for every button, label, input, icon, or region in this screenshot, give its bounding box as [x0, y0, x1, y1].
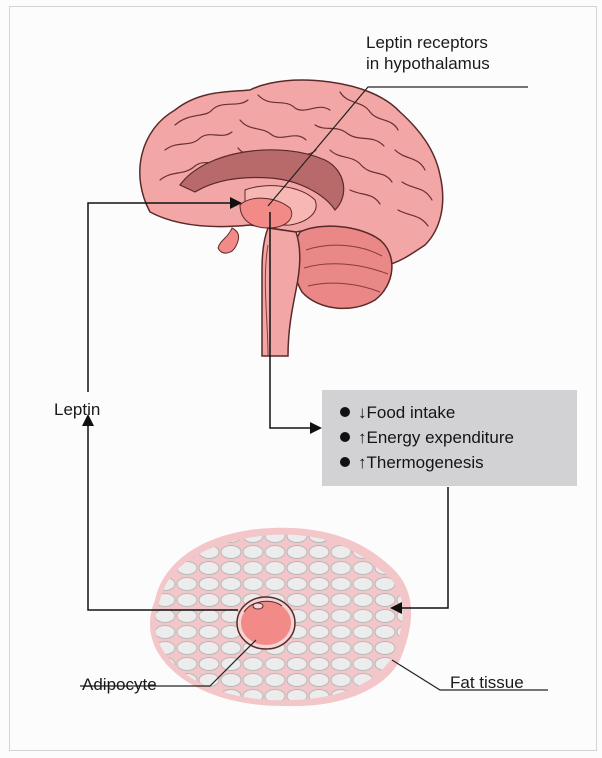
pituitary [218, 228, 239, 253]
effect-text: Energy expenditure [367, 428, 514, 447]
adipocyte-label: Adipocyte [82, 674, 157, 695]
adipocyte-cell [237, 597, 295, 649]
effect-text: Thermogenesis [367, 453, 484, 472]
effect-symbol: ↓ [358, 403, 367, 422]
receptor-label-line1: Leptin receptors [366, 32, 490, 53]
leptin-arrow-to-brain [88, 203, 240, 392]
fat-tissue-label: Fat tissue [450, 672, 524, 693]
bullet-dot-icon [340, 407, 350, 417]
bullet-dot-icon [340, 432, 350, 442]
effect-energy-expenditure: ↑Energy expenditure [340, 425, 577, 450]
leptin-label: Leptin [54, 399, 100, 420]
effect-symbol: ↑ [358, 453, 367, 472]
effect-text: Food intake [367, 403, 456, 422]
bullet-dot-icon [340, 457, 350, 467]
receptor-label: Leptin receptors in hypothalamus [366, 32, 490, 74]
effect-thermogenesis: ↑Thermogenesis [340, 450, 577, 475]
effect-symbol: ↑ [358, 428, 367, 447]
effects-box: ↓Food intake ↑Energy expenditure ↑Thermo… [322, 390, 577, 486]
receptor-label-line2: in hypothalamus [366, 53, 490, 74]
brain [140, 80, 443, 356]
effect-food-intake: ↓Food intake [340, 400, 577, 425]
